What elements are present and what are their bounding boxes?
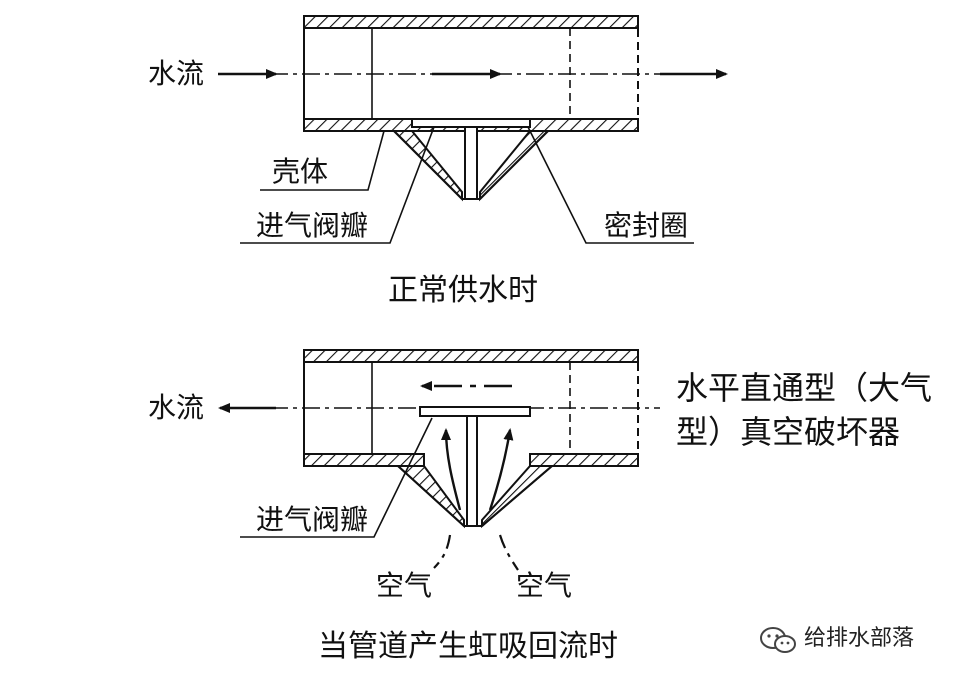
side-title-line2: 型）真空破坏器 (676, 413, 901, 451)
bottom-valve-stem (466, 415, 478, 527)
air-arrow-left (441, 428, 462, 511)
top-valve-stem (464, 126, 478, 200)
bottom-inlet-valve-label: 进气阀瓣 (256, 503, 369, 536)
bottom-valve-drawing (218, 349, 660, 571)
seal-ring-label: 密封圈 (604, 209, 689, 242)
seal-ring-leader (527, 126, 694, 244)
bottom-flow-label: 水流 (148, 391, 205, 424)
top-inlet-valve-label: 进气阀瓣 (256, 209, 369, 242)
bottom-pipe-lower-wall-right (529, 453, 639, 467)
bottom-valve-leader (240, 417, 433, 538)
side-title-line1: 水平直通型（大气 (676, 369, 933, 407)
air-arrow-right (488, 428, 514, 511)
top-pipe-upper-wall (303, 15, 639, 29)
top-valve-drawing (218, 15, 728, 244)
watermark-text: 给排水部落 (804, 626, 915, 651)
housing-label: 壳体 (272, 155, 329, 188)
bottom-valve-disc (419, 406, 531, 417)
air-right-label: 空气 (516, 569, 573, 602)
bottom-caption: 当管道产生虹吸回流时 (318, 629, 618, 664)
bottom-pipe-lower-wall-left (303, 453, 425, 467)
housing-leader (260, 130, 385, 191)
air-left-label: 空气 (376, 569, 433, 602)
bottom-pipe-upper-wall (303, 349, 639, 363)
top-flow-label: 水流 (148, 57, 205, 90)
top-valve-disc (411, 118, 531, 128)
wechat-icon (760, 627, 796, 653)
top-caption: 正常供水时 (388, 273, 538, 308)
top-valve-leader (240, 126, 435, 244)
